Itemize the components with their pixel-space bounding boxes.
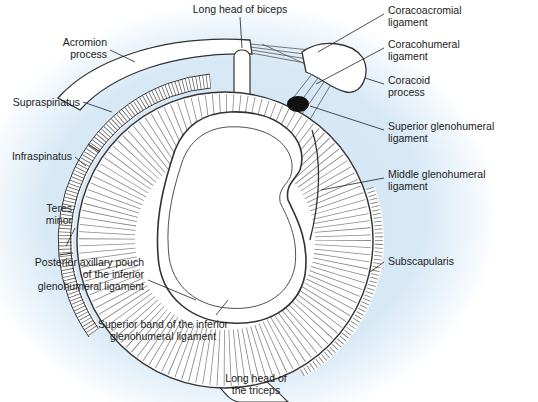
leader-line	[83, 102, 112, 112]
part-label: Infraspinatus	[4, 150, 72, 162]
part-label: Coracohumeral ligament	[388, 38, 488, 62]
coracoid	[302, 43, 366, 92]
middle-ligament	[310, 130, 319, 240]
part-label: Teres minor	[30, 202, 72, 226]
leader-line	[318, 14, 384, 52]
capsule	[77, 92, 373, 388]
leader-line	[66, 228, 75, 246]
part-label: Coracoid process	[388, 74, 450, 98]
part-label: Supraspinatus	[6, 96, 80, 108]
ligament-origin	[287, 96, 309, 112]
fiber	[250, 44, 310, 50]
part-label: Superior band of the inferior glenohumer…	[96, 318, 230, 342]
leader-line	[240, 17, 242, 48]
leader-line	[216, 300, 228, 315]
part-label: Middle glenohumeral ligament	[388, 168, 506, 192]
part-label: Superior glenohumeral ligament	[388, 120, 506, 144]
cuff-divider	[88, 144, 100, 152]
glenoid-rim	[168, 127, 296, 309]
leader-line	[370, 262, 384, 272]
leader-line	[75, 157, 86, 166]
part-label: Long head of biceps	[180, 3, 300, 15]
leader-line	[310, 106, 384, 130]
glenoid	[157, 112, 306, 323]
cuff-divider	[59, 253, 73, 255]
leader-line	[365, 78, 384, 84]
leader-line	[148, 280, 196, 300]
part-label: Acromion process	[52, 36, 107, 60]
leader-line	[321, 178, 384, 190]
part-label: Posterior axillary pouch of the inferior…	[30, 256, 144, 292]
part-label: Long head of the triceps	[220, 372, 292, 396]
leader-line	[316, 48, 384, 84]
part-label: Subscapularis	[388, 255, 488, 267]
leader-line	[110, 50, 135, 62]
part-label: Coracoacromial ligament	[388, 4, 488, 28]
background-halo	[0, 0, 500, 402]
